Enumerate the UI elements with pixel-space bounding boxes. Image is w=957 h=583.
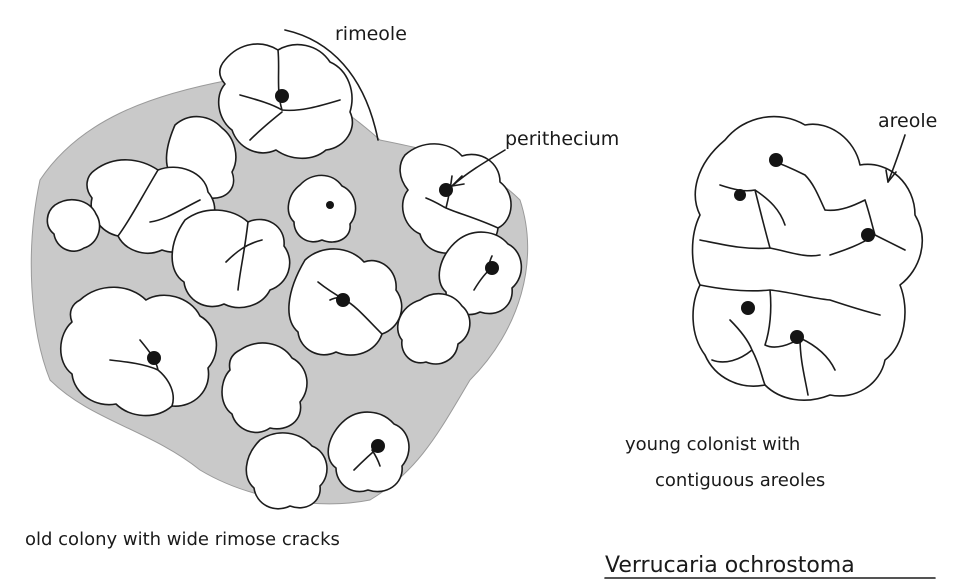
areole-lower-left bbox=[61, 287, 217, 415]
species-title: Verrucaria ochrostoma bbox=[605, 553, 855, 578]
caption-young-line2: contiguous areoles bbox=[655, 470, 825, 491]
perithecium-dot bbox=[790, 330, 804, 344]
young-colonist-drawing bbox=[693, 117, 923, 401]
perithecium-dot bbox=[371, 439, 385, 453]
old-colony-drawing bbox=[31, 30, 527, 509]
label-areole: areole bbox=[878, 110, 937, 132]
perithecium-dot bbox=[275, 89, 289, 103]
perithecium-dot bbox=[336, 293, 350, 307]
perithecium-dot bbox=[439, 183, 453, 197]
perithecium-dot bbox=[741, 301, 755, 315]
perithecium-dot bbox=[734, 189, 746, 201]
young-outline bbox=[693, 117, 923, 401]
perithecium-dot bbox=[326, 201, 334, 209]
perithecium-dot bbox=[861, 228, 875, 242]
perithecium-dot bbox=[485, 261, 499, 275]
caption-young-line1: young colonist with bbox=[625, 434, 800, 455]
caption-old-colony: old colony with wide rimose cracks bbox=[25, 529, 340, 550]
label-perithecium: perithecium bbox=[505, 128, 619, 150]
perithecium-dot bbox=[147, 351, 161, 365]
perithecium-dot bbox=[769, 153, 783, 167]
label-rimeole: rimeole bbox=[335, 23, 407, 45]
